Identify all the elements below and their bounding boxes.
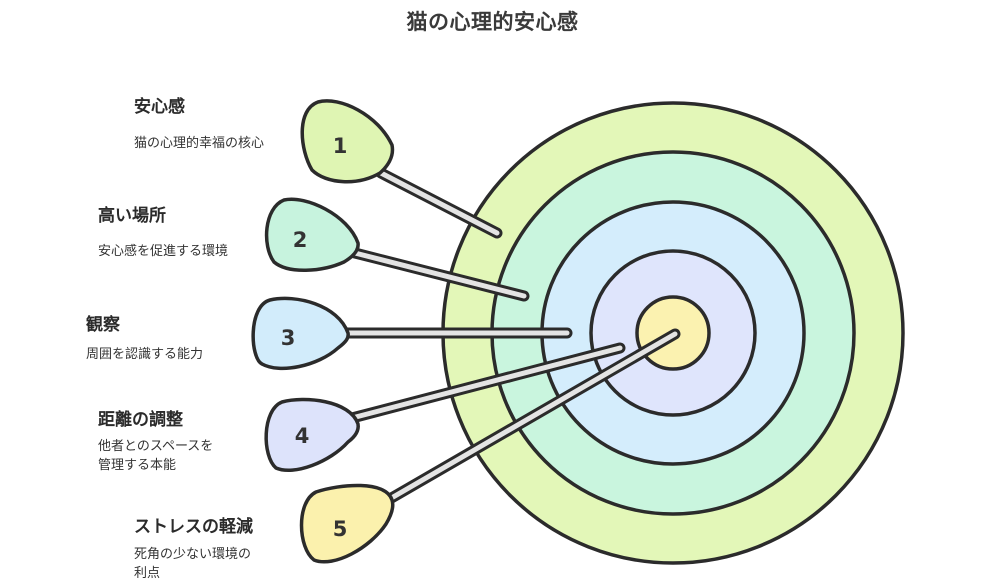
dart-1: 1 (300, 99, 503, 239)
dart-2-shaft-fill (348, 249, 527, 299)
item-4-description: 他者とのスペースを 管理する本能 (98, 439, 214, 473)
dart-5-head (299, 483, 395, 564)
dart-2-head (264, 197, 360, 272)
item-5-title: ストレスの軽減 (134, 517, 253, 537)
item-3-title: 観察 (86, 315, 120, 335)
item-1-title: 安心感 (134, 97, 185, 117)
dart-4-head (264, 397, 360, 473)
diagram-title: 猫の心理的安心感 (406, 10, 579, 34)
dart-1-head (300, 99, 395, 184)
dart-3-number: 3 (281, 326, 296, 350)
dart-5-shaft-fill (385, 331, 678, 503)
item-1-description: 猫の心理的幸福の核心 (134, 136, 265, 151)
dart-2-number: 2 (293, 228, 308, 252)
dart-1-number: 1 (333, 134, 348, 158)
dart-5-number: 5 (333, 517, 348, 541)
item-3-description: 周囲を認識する能力 (86, 347, 204, 362)
dart-4-number: 4 (295, 424, 310, 448)
dart-5: 5 (299, 328, 681, 564)
dart-2: 2 (264, 197, 530, 302)
item-2-description: 安心感を促進する環境 (98, 244, 229, 259)
dart-4: 4 (264, 342, 626, 473)
item-5-description: 死角の少ない環境の 利点 (134, 547, 252, 581)
item-2-title: 高い場所 (98, 206, 166, 226)
dart-1-shaft-fill (378, 170, 500, 236)
dart-3: 3 (251, 296, 573, 371)
dart-4-shaft-fill (349, 345, 623, 421)
item-4-title: 距離の調整 (98, 410, 183, 430)
dart-3-head (251, 296, 350, 371)
